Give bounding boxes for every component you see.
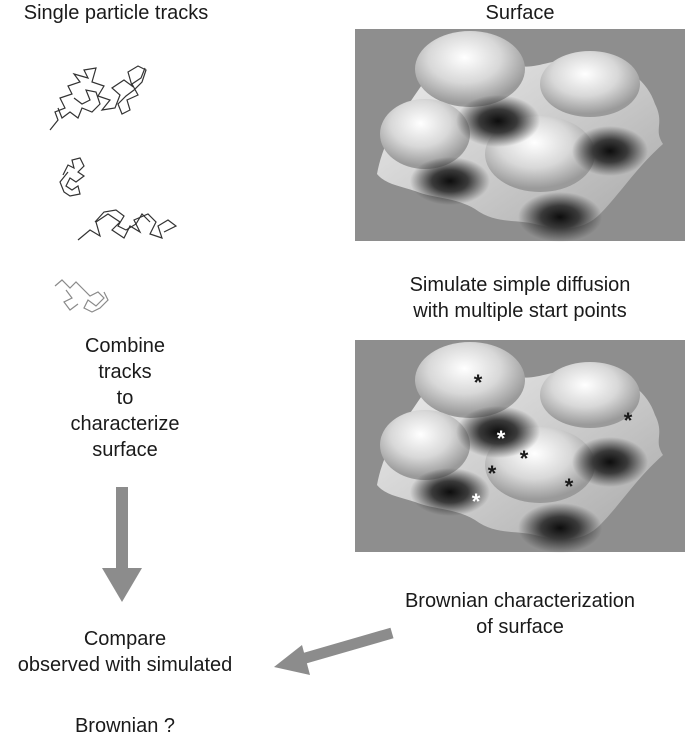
particle-track: [60, 158, 84, 196]
start-point-marker: *: [472, 489, 481, 514]
particle-track: [50, 66, 146, 130]
combine-line: Combine: [40, 333, 210, 359]
simulate-diffusion-label: Simulate simple diffusion with multiple …: [355, 272, 685, 324]
brownian-question: Brownian ?: [40, 713, 210, 739]
start-point-marker: *: [565, 474, 574, 499]
simulate-line: with multiple start points: [355, 298, 685, 324]
compare-line: observed with simulated: [0, 652, 250, 678]
simulate-line: Simulate simple diffusion: [355, 272, 685, 298]
combine-line: characterize: [40, 411, 210, 437]
start-point-marker: *: [520, 446, 529, 471]
compare-line: Compare: [0, 626, 250, 652]
start-point-marker: *: [474, 370, 483, 395]
brownian-char-line: Brownian characterization: [355, 588, 685, 614]
combine-tracks-label: Combine tracks to characterize surface: [40, 333, 210, 463]
combine-line: surface: [40, 437, 210, 463]
start-point-marker: *: [497, 426, 506, 451]
single-particle-tracks-title: Single particle tracks: [0, 0, 232, 26]
surface-panel: [355, 29, 685, 242]
brownian-char-line: of surface: [355, 614, 685, 640]
start-point-marker: *: [624, 408, 633, 433]
combine-line: tracks: [40, 359, 210, 385]
brownian-characterization-label: Brownian characterization of surface: [355, 588, 685, 640]
surface-title: Surface: [355, 0, 685, 26]
combine-line: to: [40, 385, 210, 411]
compare-label: Compare observed with simulated: [0, 626, 250, 678]
particle-track: [78, 210, 176, 240]
start-point-marker: *: [488, 461, 497, 486]
particle-track: [55, 280, 108, 312]
down-arrow: [102, 487, 142, 602]
